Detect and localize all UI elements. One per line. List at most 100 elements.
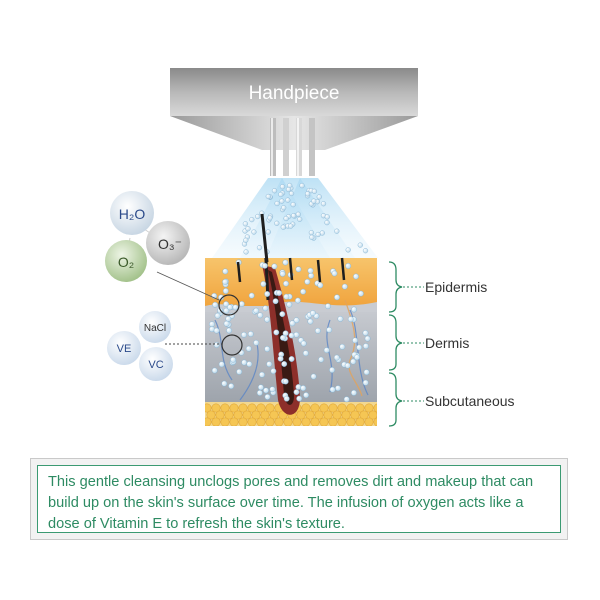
particle — [283, 395, 290, 402]
fat-cell — [211, 403, 221, 413]
particle — [238, 301, 245, 307]
particle — [282, 259, 289, 266]
particle — [331, 270, 338, 277]
fat-cell — [350, 410, 360, 420]
particle — [230, 356, 237, 363]
fat-cell — [283, 417, 293, 426]
particle — [294, 297, 301, 304]
handpiece: Handpiece — [170, 68, 418, 176]
particle — [228, 383, 235, 389]
particle — [221, 380, 228, 387]
particle — [300, 385, 307, 391]
particle — [296, 395, 303, 402]
particle — [311, 188, 318, 194]
fat-cell — [215, 410, 225, 420]
particle — [316, 194, 322, 200]
fat-cell — [229, 417, 239, 426]
fat-cell — [310, 417, 320, 426]
fat-cell — [346, 417, 356, 426]
particle — [251, 229, 257, 235]
particle — [308, 272, 314, 279]
particle — [300, 340, 307, 347]
fat-cell — [256, 417, 266, 426]
particle — [218, 294, 225, 301]
particle — [309, 310, 316, 316]
particle — [271, 263, 278, 270]
fat-cell — [233, 410, 243, 420]
fat-cell — [265, 403, 275, 413]
fat-cell — [328, 403, 338, 413]
particle — [255, 213, 261, 220]
particle — [350, 389, 357, 396]
dermis-label: Dermis — [425, 335, 469, 351]
particle — [222, 278, 229, 285]
particle — [277, 355, 284, 362]
caption-frame: This gentle cleansing unclogs pores and … — [37, 465, 561, 533]
fat-cell — [229, 403, 239, 413]
fat-cell — [301, 417, 311, 426]
particle — [249, 217, 255, 223]
particle — [260, 281, 267, 287]
particle — [283, 293, 290, 300]
fat-cell — [364, 403, 374, 413]
particle — [363, 369, 370, 376]
particle — [213, 327, 220, 334]
particle — [273, 329, 280, 336]
particle — [276, 290, 282, 296]
fat-cell — [323, 410, 333, 420]
particle — [362, 330, 369, 336]
particle — [304, 278, 311, 285]
particle — [364, 335, 371, 342]
particle — [225, 315, 232, 322]
fat-cell — [260, 410, 270, 420]
epidermis-brace — [388, 261, 403, 313]
fat-cell — [238, 403, 248, 413]
particle — [259, 371, 265, 378]
fat-cell — [355, 403, 365, 413]
particle — [289, 320, 296, 327]
particle — [351, 306, 357, 313]
particle — [354, 354, 360, 361]
dermis-brace — [388, 314, 403, 371]
particle — [264, 291, 271, 297]
particle — [253, 339, 260, 346]
fat-cell — [373, 417, 377, 426]
particle — [315, 231, 321, 238]
particle — [279, 184, 286, 190]
particle — [223, 307, 230, 314]
particle — [212, 301, 219, 308]
particle — [288, 190, 295, 197]
fat-cell — [368, 410, 377, 420]
particle — [265, 229, 271, 235]
particle — [293, 331, 300, 338]
particle — [246, 361, 253, 367]
fat-cell — [310, 403, 320, 413]
particle — [299, 183, 305, 189]
caption-text: This gentle cleansing unclogs pores and … — [48, 474, 534, 532]
particle — [302, 350, 309, 357]
pore-circle-upper — [218, 294, 240, 316]
particle — [300, 288, 306, 295]
particle — [323, 347, 330, 354]
fat-cell — [305, 410, 315, 420]
particle — [271, 188, 278, 194]
fat-cell — [314, 410, 324, 420]
fat-cell — [265, 417, 275, 426]
particle — [243, 249, 249, 255]
particle — [283, 280, 289, 287]
fat-cell — [256, 403, 266, 413]
particle — [305, 191, 311, 197]
fat-cell — [292, 417, 302, 426]
vc-label: VC — [148, 359, 163, 371]
particle — [243, 237, 249, 243]
particle — [236, 368, 243, 375]
particle — [282, 330, 289, 337]
particle — [280, 224, 286, 230]
particle — [253, 307, 260, 314]
particle — [295, 266, 302, 273]
particle — [362, 379, 369, 386]
fat-cell — [319, 417, 329, 426]
fat-cell — [224, 410, 234, 420]
h2o-molecule — [110, 191, 154, 235]
fat-cell — [247, 417, 257, 426]
